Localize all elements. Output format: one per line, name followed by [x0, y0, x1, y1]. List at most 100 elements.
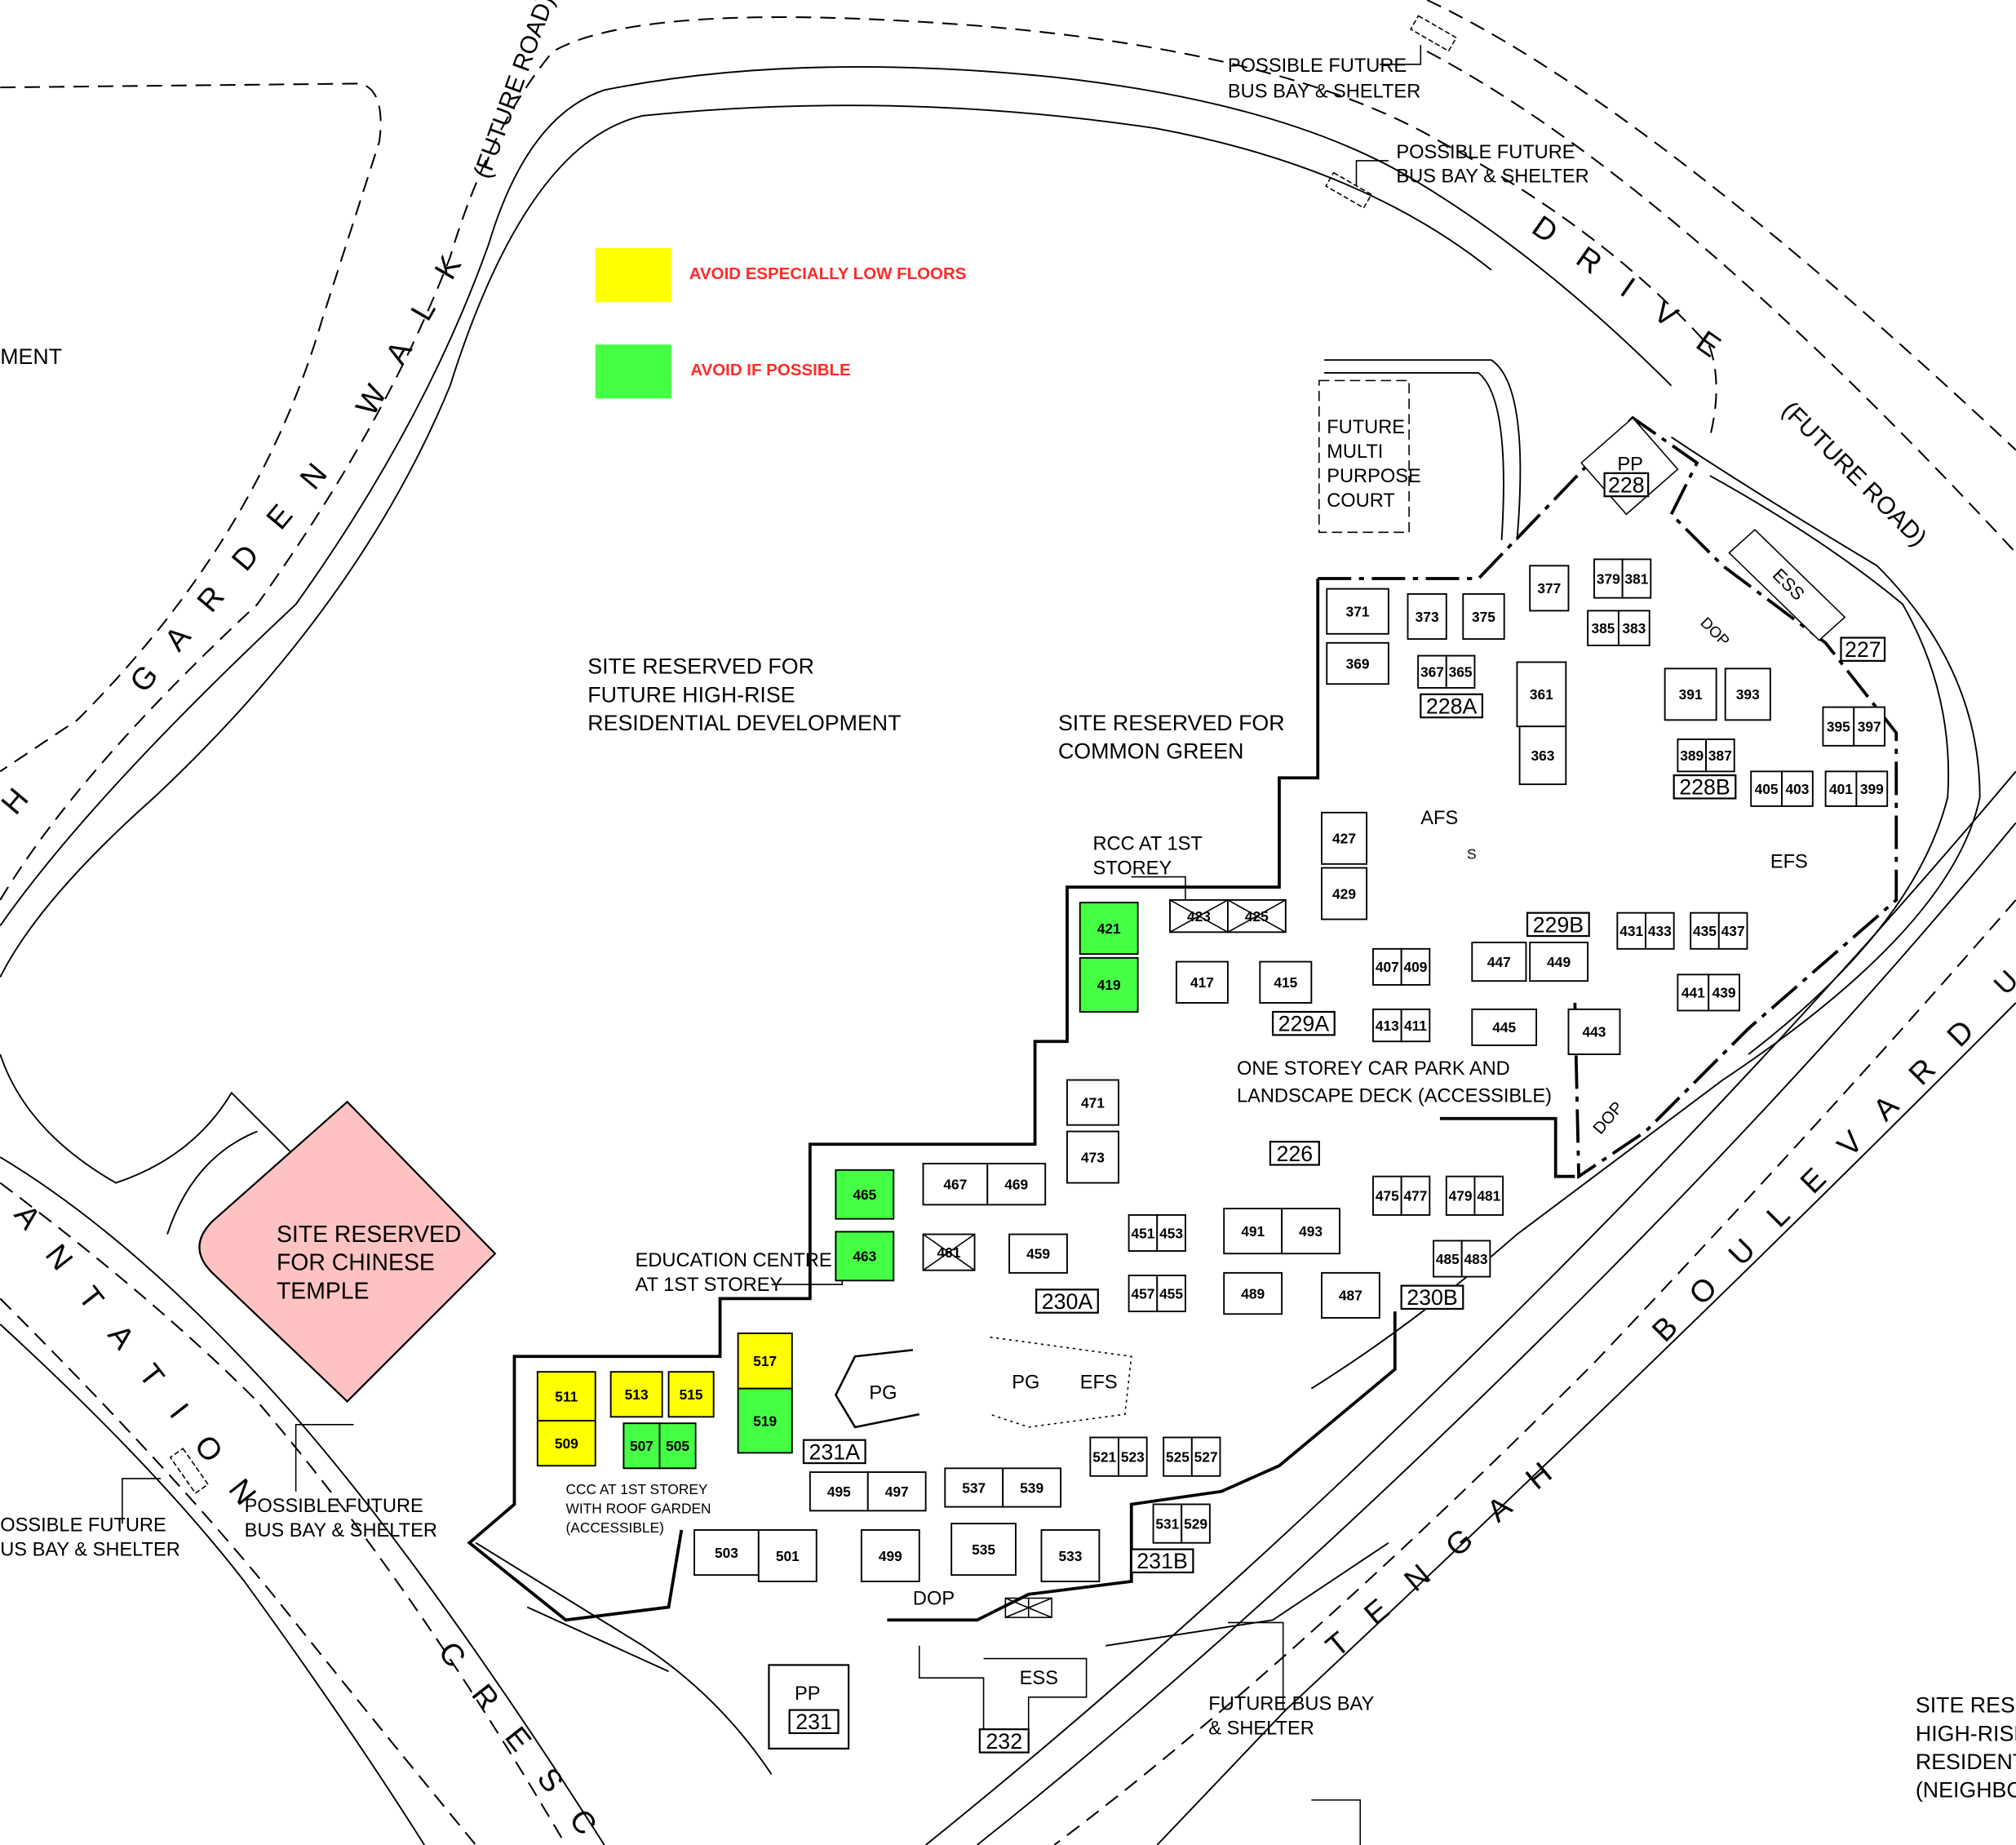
block-number: 379 [1597, 570, 1620, 587]
block-outline [1372, 1008, 1402, 1043]
block-outline [1750, 770, 1783, 807]
block-number: 369 [1346, 655, 1370, 672]
block-389: 389 [1677, 738, 1708, 773]
block-number: 465 [853, 1186, 876, 1203]
block-number: 467 [943, 1176, 967, 1192]
block-523: 523 [1118, 1436, 1148, 1477]
block-number: 451 [1131, 1225, 1154, 1241]
block-outline [1664, 667, 1717, 721]
block-441: 441 [1677, 974, 1710, 1012]
block-number: 537 [962, 1479, 986, 1496]
block-number: 429 [1332, 885, 1356, 902]
block-number: 457 [1131, 1285, 1154, 1302]
block-outline [1400, 947, 1431, 986]
block-409: 409 [1400, 947, 1431, 986]
block-number: 449 [1547, 954, 1571, 970]
tag-box [1420, 693, 1484, 719]
block-391: 391 [1664, 667, 1717, 721]
block-number: 519 [753, 1413, 777, 1429]
block-411: 411 [1400, 1008, 1431, 1043]
road-label: B O U L E V A R D [1646, 1005, 1988, 1348]
block-465: 465 [835, 1169, 895, 1220]
block-outline [1529, 941, 1589, 982]
block-outline [1822, 706, 1855, 747]
legend-label-green: AVOID IF POSSIBLE [690, 361, 850, 379]
block-513: 513 [609, 1371, 663, 1418]
block-outline [1156, 1214, 1186, 1253]
block-outline [1181, 1503, 1211, 1544]
block-number: 501 [776, 1548, 800, 1564]
block-outline [860, 1529, 920, 1582]
block-421: 421 [1079, 902, 1139, 956]
block-outline [667, 1371, 715, 1418]
block-527: 527 [1190, 1436, 1221, 1477]
road-label: (FUTURE ROAD) [469, 0, 560, 182]
block-number: 515 [680, 1386, 703, 1403]
tag-box [802, 1439, 866, 1465]
block-number: 477 [1404, 1188, 1428, 1204]
block-number: 505 [666, 1438, 689, 1454]
block-385: 385 [1587, 610, 1619, 646]
block-outline [1281, 1208, 1340, 1255]
block-number: 407 [1376, 959, 1399, 975]
block-425: 425 [1226, 898, 1287, 934]
block-407: 407 [1372, 947, 1402, 986]
block-outline [866, 1471, 927, 1512]
block-outline [1259, 960, 1313, 1004]
block-423: 423 [1169, 898, 1229, 934]
tag-box [1269, 1141, 1320, 1166]
block-number: 473 [1081, 1149, 1105, 1165]
tag-box [978, 1728, 1030, 1754]
label-rcc: RCC AT 1ST [1092, 833, 1202, 854]
multi-purpose-court-area [1318, 379, 1410, 534]
label-multi-court: PURPOSE [1327, 466, 1421, 487]
block-outline [609, 1371, 663, 1418]
block-number: 387 [1708, 747, 1732, 764]
block-number: 491 [1241, 1223, 1265, 1240]
block-number: 485 [1436, 1251, 1460, 1267]
block-number: 525 [1166, 1448, 1190, 1465]
block-401: 401 [1824, 770, 1858, 807]
block-525: 525 [1163, 1436, 1193, 1477]
tag-box [1673, 774, 1737, 800]
block-437: 437 [1717, 911, 1748, 950]
block-471: 471 [1066, 1079, 1119, 1126]
block-number: 507 [630, 1438, 654, 1454]
block-outline [1400, 1175, 1431, 1216]
label-bus-bay-sw1: US BAY & SHELTER [0, 1539, 180, 1560]
block-531: 531 [1152, 1503, 1183, 1544]
block-outline [1473, 1175, 1504, 1216]
road-label: (FUTURE ROAD) [1776, 397, 1931, 552]
block-509: 509 [536, 1420, 596, 1467]
block-outline [757, 1529, 817, 1582]
block-outline [1372, 1175, 1402, 1216]
block-number: 521 [1092, 1448, 1116, 1465]
block-number: 363 [1531, 747, 1554, 764]
block-491: 491 [1223, 1208, 1283, 1255]
block-413: 413 [1372, 1008, 1402, 1043]
block-outline [1175, 960, 1229, 1004]
block-outline [1708, 974, 1740, 1012]
label-site-se: SITE RESE [1916, 1693, 2016, 1718]
block-outline [1002, 1467, 1062, 1508]
block-number: 421 [1097, 920, 1121, 937]
label-multi-court: FUTURE [1327, 417, 1405, 438]
block-455: 455 [1156, 1275, 1186, 1313]
block-number: 445 [1492, 1019, 1516, 1036]
block-501: 501 [757, 1529, 817, 1582]
label-site-se: (NEIGHBOU [1916, 1778, 2016, 1803]
label-efs: EFS [1770, 852, 1808, 873]
block-outline [1616, 911, 1646, 950]
block-539: 539 [1002, 1467, 1062, 1508]
legend: AVOID ESPECIALLY LOW FLOORS AVOID IF POS… [595, 248, 966, 399]
block-517: 517 [737, 1332, 793, 1390]
label-bus-bay-se: FUTURE BUS BAY [1208, 1694, 1374, 1715]
block-399: 399 [1855, 770, 1889, 807]
block-outline [1717, 911, 1748, 950]
block-outline [1152, 1503, 1183, 1544]
block-tag-229A: 229A [1278, 1012, 1330, 1036]
block-415: 415 [1259, 960, 1313, 1004]
label-pp-n: PP [1617, 455, 1643, 476]
block-515: 515 [667, 1371, 715, 1418]
